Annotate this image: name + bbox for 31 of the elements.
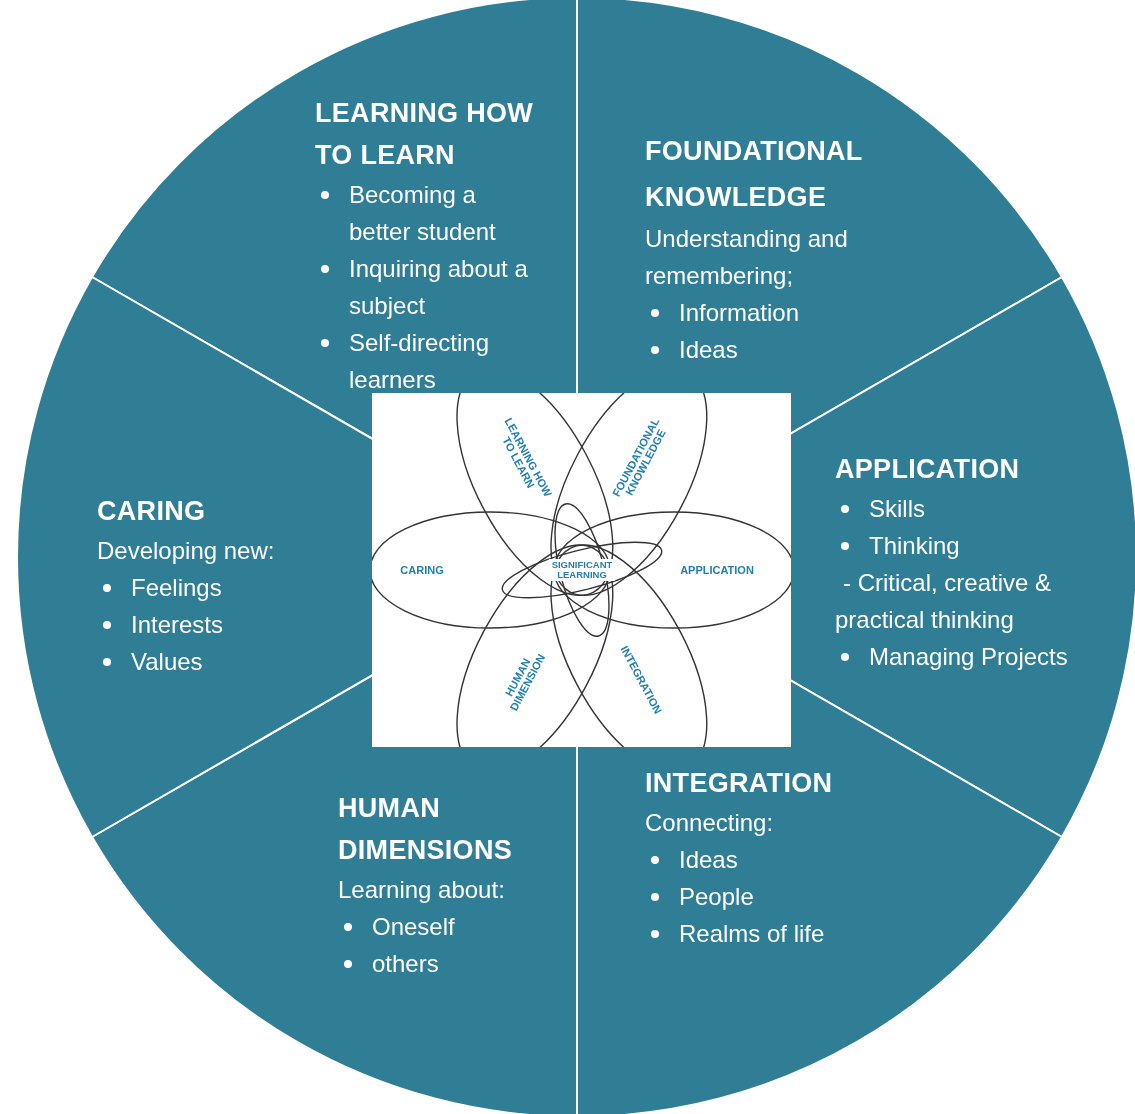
inset-panel	[372, 393, 791, 747]
sector-heading: CARING	[97, 495, 207, 528]
sector-text: Understanding and remembering;	[645, 224, 849, 291]
bullet-text: Interests	[131, 611, 224, 638]
petal-label: CARING	[400, 564, 444, 576]
bullet-text: Becoming a better student	[349, 181, 496, 245]
sector-heading: LEARNING HOW TO LEARN	[315, 97, 535, 172]
bullet-text: People	[679, 883, 754, 910]
bullet-text: Managing Projects	[869, 643, 1068, 670]
sector-text: - Critical, creative & practical thinking	[835, 568, 1053, 635]
sector-heading: APPLICATION	[835, 453, 1021, 486]
sector-heading: INTEGRATION	[645, 767, 834, 800]
sector-text: Connecting:	[645, 808, 775, 838]
bullet-text: Thinking	[869, 532, 960, 559]
bullet-text: Feelings	[131, 574, 222, 601]
sector-heading: FOUNDATIONAL KNOWLEDGE	[645, 135, 864, 214]
bullet-text: others	[372, 950, 439, 977]
bullet-text: Values	[131, 648, 203, 675]
bullet-text: Self-directing learners	[349, 329, 490, 393]
sector-text: Developing new:	[97, 536, 276, 566]
bullet-text: Skills	[869, 495, 925, 522]
bullet-text: Realms of life	[679, 920, 825, 947]
petal-label: APPLICATION	[680, 564, 754, 576]
bullet-text: Ideas	[679, 336, 738, 363]
bullet-text: Ideas	[679, 846, 738, 873]
bullet-text: Inquiring about a subject	[349, 255, 528, 319]
bullet-text: Information	[679, 299, 800, 326]
bullet-text: Oneself	[372, 913, 455, 940]
sector-heading: HUMAN DIMENSIONS	[338, 792, 514, 867]
center-label: SIGNIFICANT LEARNING	[549, 559, 615, 581]
sector-text: Learning about:	[338, 875, 506, 905]
